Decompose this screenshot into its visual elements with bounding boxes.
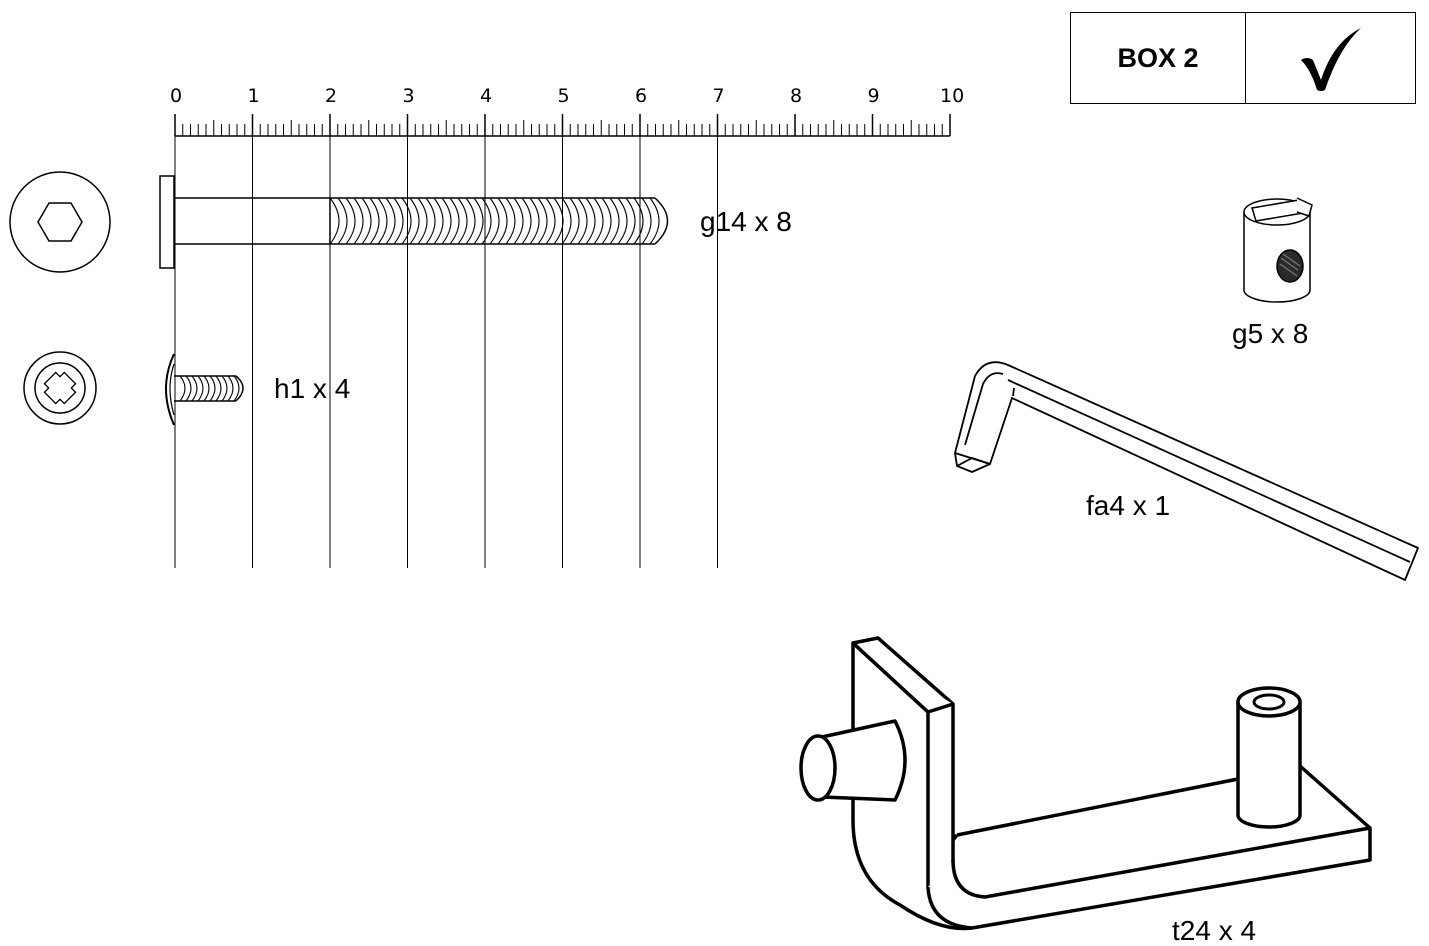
screw-quantity-label: h1 x 4 [274, 373, 350, 404]
l-bracket-icon [799, 636, 1372, 931]
ruler-numbers: 0 1 2 3 4 5 6 7 8 9 10 [170, 85, 964, 107]
ruler-ticks [174, 114, 951, 136]
ruler-number: 0 [170, 85, 182, 107]
ruler-number: 5 [558, 85, 570, 107]
box-badge: BOX 2 [1070, 12, 1416, 104]
bolt-quantity-label: g14 x 8 [700, 206, 792, 237]
ruler-number: 6 [635, 85, 647, 107]
barrel-nut-icon [1243, 197, 1313, 303]
ruler-number: 2 [325, 85, 337, 107]
ruler-number: 3 [403, 85, 415, 107]
allen-key-quantity-label: fa4 x 1 [1086, 490, 1170, 521]
ruler-number: 4 [480, 85, 492, 107]
ruler-number: 9 [868, 85, 880, 107]
barrel-nut-quantity-label: g5 x 8 [1232, 318, 1308, 349]
ruler-number: 10 [940, 85, 964, 107]
box-label: BOX 2 [1071, 13, 1246, 103]
phillips-head-icon [23, 351, 97, 425]
ruler-number: 8 [790, 85, 802, 107]
ruler-number: 7 [713, 85, 725, 107]
short-phillips-screw-icon [165, 353, 244, 426]
long-hex-bolt-icon [159, 175, 669, 269]
ruler: 0 1 2 3 4 5 6 7 8 9 10 [170, 85, 964, 568]
ruler-number: 1 [248, 85, 260, 107]
bracket-quantity-label: t24 x 4 [1172, 915, 1256, 946]
allen-key-icon [953, 361, 1420, 582]
hex-socket-head-icon [9, 171, 111, 273]
checkmark-icon [1246, 13, 1415, 103]
